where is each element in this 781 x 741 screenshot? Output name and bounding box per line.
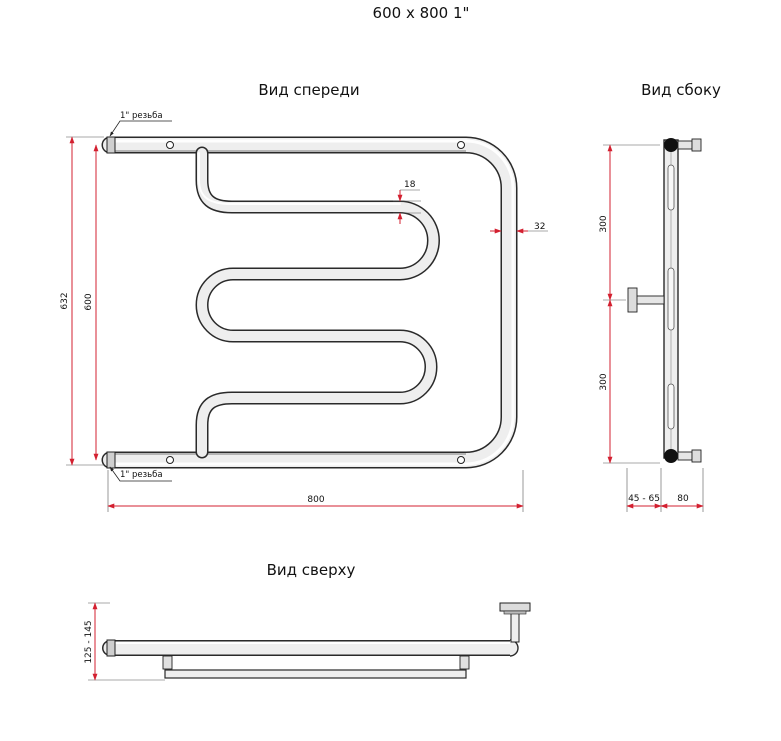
front-view-title: Вид спереди [258, 81, 359, 99]
top-wall-bracket [510, 611, 520, 643]
thread-note-bottom: 1" резьба [120, 470, 163, 480]
side-bottom-joint [664, 449, 678, 463]
dim-width: 800 [307, 495, 324, 505]
dim-axis-height: 600 [84, 293, 94, 310]
wall-flange [627, 287, 638, 313]
thread-end-bottom [106, 451, 116, 469]
thread-callout-bottom [109, 466, 172, 482]
thread-callout-top [109, 120, 172, 137]
main-pipe [101, 136, 518, 469]
dim-gap: 18 [404, 180, 416, 190]
dim-mount-depth: 80 [677, 494, 689, 504]
top-thread-end [106, 639, 116, 657]
dim-wall-offset: 45 - 65 [628, 494, 660, 504]
thread-note-top: 1" резьба [120, 111, 163, 121]
serpentine-coil [195, 146, 440, 459]
side-view: 300 300 45 - 65 80 [599, 138, 704, 512]
dim-overall-height: 632 [60, 292, 70, 309]
wall-mount [635, 295, 665, 305]
dim-side-upper: 300 [599, 215, 609, 232]
thread-end-top [106, 136, 116, 154]
top-view-title: Вид сверху [267, 561, 356, 579]
side-view-title: Вид сбоку [641, 81, 721, 99]
shelf-rod [164, 669, 467, 679]
page-title: 600 x 800 1" [373, 4, 470, 22]
dim-side-lower: 300 [599, 373, 609, 390]
dim-top-depth: 125 - 145 [84, 620, 94, 663]
top-view: 125 - 145 [84, 602, 531, 681]
dim-pipe-diameter: 32 [534, 222, 545, 232]
side-top-joint [664, 138, 678, 152]
front-view: 1" резьба 1" резьба 632 600 800 18 32 [60, 111, 548, 512]
